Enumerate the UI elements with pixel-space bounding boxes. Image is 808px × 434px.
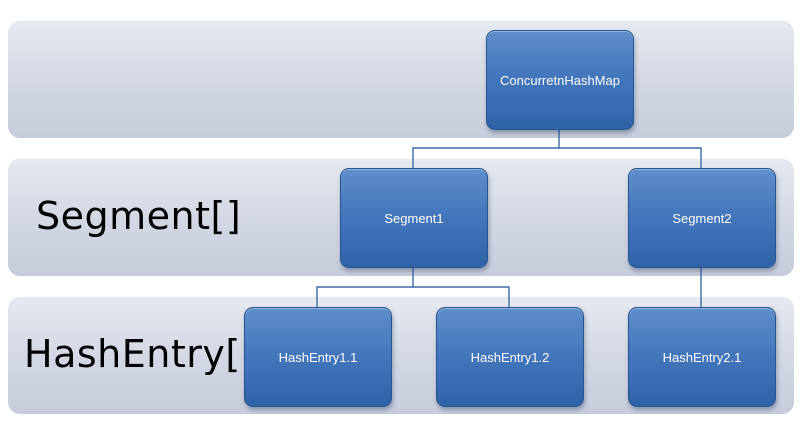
- node-hashentry2-1: HashEntry2.1: [628, 307, 776, 407]
- node-hashentry1-2: HashEntry1.2: [436, 307, 584, 407]
- segment-row-label: Segment[]: [36, 194, 242, 238]
- node-label: Segment2: [672, 210, 732, 226]
- node-segment1: Segment1: [340, 168, 488, 268]
- node-label: HashEntry1.2: [470, 349, 550, 365]
- node-label: HashEntry2.1: [662, 349, 742, 365]
- node-concurrenthashmap: ConcurretnHashMap: [486, 30, 634, 130]
- root-level-band: [8, 20, 794, 138]
- node-label: HashEntry1.1: [278, 349, 358, 365]
- hashentry-row-label: HashEntry[]: [24, 332, 256, 376]
- node-label: ConcurretnHashMap: [500, 72, 620, 88]
- node-label: Segment1: [384, 210, 444, 226]
- node-hashentry1-1: HashEntry1.1: [244, 307, 392, 407]
- node-segment2: Segment2: [628, 168, 776, 268]
